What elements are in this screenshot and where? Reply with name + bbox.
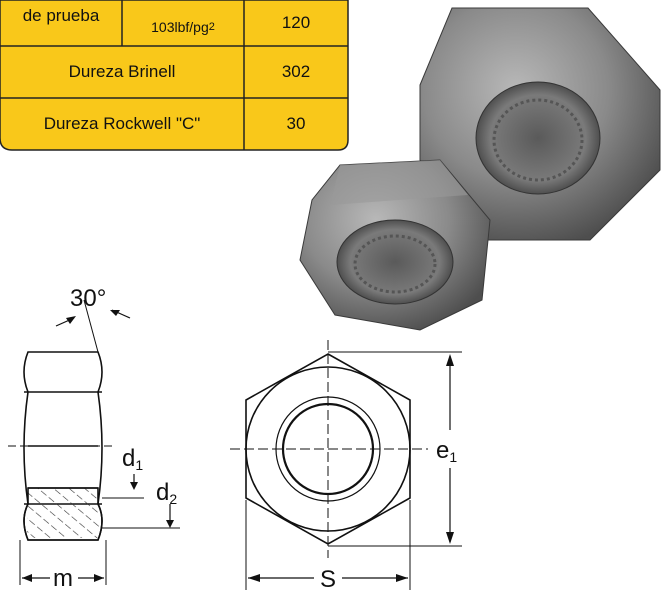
d1-label-sub: 1 bbox=[135, 457, 143, 473]
d1-label-main: d bbox=[122, 445, 135, 472]
row-label-de-prueba: de prueba bbox=[22, 6, 100, 25]
row-value-302: 302 bbox=[281, 62, 311, 81]
s-arrow-left bbox=[248, 574, 260, 582]
d2-label-main: d bbox=[156, 479, 169, 506]
thread-hatch bbox=[27, 488, 99, 538]
e1-label-sub: 1 bbox=[449, 449, 457, 465]
hex-nut-photo bbox=[299, 7, 661, 331]
m-arrow-left bbox=[22, 574, 32, 582]
large-nut-thread bbox=[492, 98, 584, 182]
front-view bbox=[230, 340, 462, 590]
unit-text: 103lbf/pg bbox=[151, 19, 209, 35]
d2-label-sub: 2 bbox=[169, 491, 177, 507]
side-hatch-outline bbox=[23, 487, 103, 541]
angle-ref-line bbox=[83, 299, 99, 353]
small-nut-thread bbox=[353, 234, 437, 294]
angle-arrowhead-right bbox=[110, 310, 120, 316]
s-label: S bbox=[320, 566, 336, 590]
row-label-dureza-brinell: Dureza Brinell bbox=[68, 62, 176, 81]
small-nut-top-face bbox=[330, 160, 468, 205]
m-label: m bbox=[53, 565, 73, 590]
angle-label: 30° bbox=[70, 285, 106, 312]
unit-superscript: 2 bbox=[208, 21, 215, 33]
table-background bbox=[0, 0, 349, 151]
d2-arrowhead bbox=[166, 520, 174, 528]
row-value-30: 30 bbox=[286, 114, 306, 133]
row-value-120: 120 bbox=[281, 13, 311, 32]
e1-arrow-bottom bbox=[446, 532, 454, 544]
row-label-dureza-rockwell: Dureza Rockwell "C" bbox=[43, 114, 201, 133]
d1-label: d1 bbox=[122, 445, 143, 473]
e1-label: e1 bbox=[436, 437, 457, 465]
e1-arrow-top bbox=[446, 354, 454, 366]
d2-label: d2 bbox=[156, 479, 177, 507]
d1-arrowhead bbox=[130, 482, 138, 490]
s-arrow-right bbox=[396, 574, 408, 582]
side-view bbox=[8, 299, 180, 585]
m-arrow-right bbox=[94, 574, 104, 582]
angle-arrowhead-left bbox=[66, 316, 76, 324]
e1-label-main: e bbox=[436, 437, 449, 464]
